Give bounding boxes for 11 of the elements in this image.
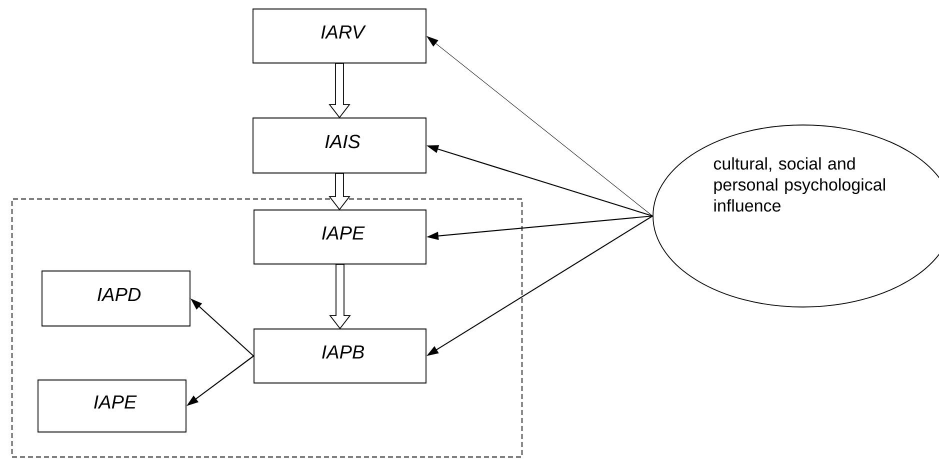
arrow bbox=[426, 36, 653, 216]
process-box: IAPE bbox=[38, 380, 186, 432]
process-box: IAPE bbox=[254, 210, 426, 264]
dashed-group-box bbox=[12, 198, 522, 458]
hollow-arrow bbox=[329, 264, 351, 330]
process-box: IAPB bbox=[254, 328, 426, 384]
process-box: IAPD bbox=[42, 270, 190, 326]
process-box: IARV bbox=[252, 8, 426, 64]
hollow-arrow bbox=[328, 63, 350, 118]
process-box: IAIS bbox=[252, 118, 426, 174]
hollow-arrow bbox=[328, 173, 350, 210]
